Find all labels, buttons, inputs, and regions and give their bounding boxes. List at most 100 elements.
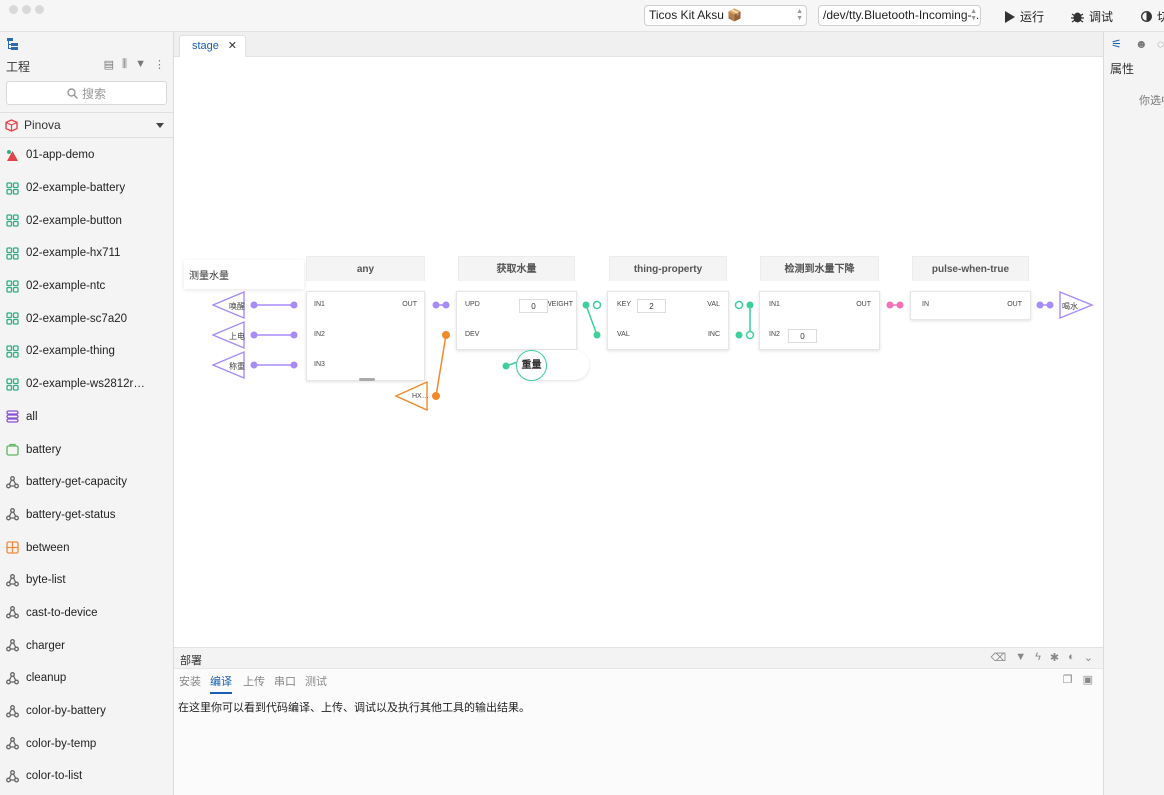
pin-ring[interactable] — [745, 330, 755, 340]
tree-item[interactable]: 02-example-thing — [0, 335, 173, 368]
tab-stage[interactable]: stage ✕ — [179, 35, 246, 57]
node-pulse-title[interactable]: pulse-when-true — [912, 256, 1029, 281]
pin-dot[interactable] — [735, 331, 743, 339]
tree-item[interactable]: 02-example-hx711 — [0, 237, 173, 270]
value-input[interactable]: 0 — [788, 329, 817, 343]
output-terminal[interactable] — [1059, 291, 1095, 321]
node-any[interactable]: IN1 IN2 IN3 OUT — [306, 291, 425, 381]
search-input[interactable]: 搜索 — [6, 81, 167, 105]
bug-icon[interactable]: ✱ — [1049, 652, 1060, 664]
eraser-icon[interactable]: ⌫ — [990, 652, 1007, 664]
run-button[interactable]: 运行 — [1004, 8, 1044, 25]
board-select[interactable]: Ticos Kit Aksu 📦 ▲▼ — [644, 5, 807, 26]
pin-dot[interactable] — [250, 301, 258, 309]
pin-dot[interactable] — [896, 301, 904, 309]
pin-dot[interactable] — [432, 301, 440, 309]
filter-icon[interactable]: ▼ — [1015, 651, 1027, 663]
patch-canvas[interactable]: 测量水量 唤醒上电称重 — [174, 57, 1103, 647]
user-icon[interactable]: ☻ — [1135, 37, 1148, 51]
hx-terminal[interactable] — [395, 381, 429, 413]
pin-dot[interactable] — [582, 301, 590, 309]
pin-dot[interactable] — [886, 301, 894, 309]
info-icon[interactable]: ◌ — [1157, 37, 1164, 51]
pin-dot[interactable] — [1036, 301, 1044, 309]
toggle-icon[interactable]: ◐ — [1068, 651, 1075, 663]
pin-dot[interactable] — [1046, 301, 1054, 309]
tree-item[interactable]: 02-example-battery — [0, 172, 173, 205]
value-input[interactable]: 0 — [519, 299, 548, 313]
tree-item[interactable]: cleanup — [0, 662, 173, 695]
node-pulse-when-true[interactable]: IN OUT — [910, 291, 1031, 320]
node-weight-title[interactable]: 获取水量 — [458, 256, 575, 281]
library-icon[interactable]: ⫼ — [122, 58, 128, 70]
tree-item[interactable]: 01-app-demo — [0, 139, 173, 172]
tree-item[interactable]: battery-get-status — [0, 499, 173, 532]
resize-handle[interactable] — [359, 378, 375, 381]
tree-item[interactable]: color-to-list — [0, 760, 173, 793]
link-hx[interactable] — [435, 334, 447, 397]
tree-item[interactable]: battery-get-capacity — [0, 466, 173, 499]
port-select[interactable]: /dev/tty.Bluetooth-Incoming-… ▲▼ — [818, 5, 981, 26]
more-icon[interactable]: ⋮ — [154, 59, 165, 71]
deploy-tab[interactable]: 上传 — [243, 676, 265, 688]
tree-item[interactable]: byte-list — [0, 564, 173, 597]
new-file-icon[interactable]: ▤ — [103, 59, 115, 71]
pin-dot[interactable] — [432, 392, 440, 400]
save-icon[interactable]: ▣ — [1082, 674, 1093, 686]
project-folder-pinova[interactable]: Pinova — [0, 112, 173, 138]
comment-node[interactable]: 测量水量 — [184, 260, 304, 289]
node-any-title[interactable]: any — [306, 256, 425, 281]
pin-dot[interactable] — [442, 301, 450, 309]
pin-dot[interactable] — [290, 301, 298, 309]
tree-item[interactable]: 02-example-ntc — [0, 270, 173, 303]
node-detect-title[interactable]: 检测到水量下降 — [760, 256, 879, 281]
zoom-window-button[interactable] — [35, 5, 44, 14]
node-thing-title[interactable]: thing-property — [609, 256, 727, 281]
pin-dot[interactable] — [290, 361, 298, 369]
caret-down-icon[interactable] — [156, 123, 164, 128]
tree-item[interactable]: charger — [0, 629, 173, 662]
deploy-tab[interactable]: 测试 — [305, 676, 327, 688]
minimize-window-button[interactable] — [22, 5, 31, 14]
pin-dot[interactable] — [442, 331, 450, 339]
pin-dot[interactable] — [250, 331, 258, 339]
node-get-weight[interactable]: UPD DEV WEIGHT 0 — [456, 291, 577, 350]
pin-dot[interactable] — [502, 362, 510, 370]
sidebar-title: 工程 — [6, 60, 31, 74]
tree-item[interactable]: 02-example-button — [0, 204, 173, 237]
tree-item[interactable]: between — [0, 531, 173, 564]
pin-dot[interactable] — [290, 331, 298, 339]
pin-dot[interactable] — [593, 331, 601, 339]
pin-ring[interactable] — [734, 300, 744, 310]
deploy-tab[interactable]: 串口 — [274, 676, 296, 688]
close-tab-icon[interactable]: ✕ — [227, 40, 237, 52]
sliders-icon[interactable]: ⚟ — [1111, 37, 1122, 51]
tree-item[interactable]: 02-example-sc7a20 — [0, 302, 173, 335]
node-thing-property[interactable]: KEY VAL VAL INC 2 — [607, 291, 729, 350]
node-detect-drop[interactable]: IN1 IN2 OUT 0 — [759, 291, 880, 350]
value-input[interactable]: 2 — [637, 299, 666, 313]
pin-dot[interactable] — [746, 301, 754, 309]
theme-toggle-button[interactable]: 切 — [1141, 8, 1164, 25]
deploy-tab[interactable]: 安装 — [179, 676, 201, 688]
lightning-icon[interactable]: ϟ — [1035, 651, 1041, 663]
input-terminal-wake[interactable] — [212, 291, 245, 320]
tree-item[interactable]: cast-to-device — [0, 597, 173, 630]
tree-item[interactable]: 02-example-ws2812r… — [0, 368, 173, 401]
tree-item[interactable]: color-by-battery — [0, 695, 173, 728]
chevron-down-icon[interactable]: ⌄ — [1083, 652, 1093, 664]
copy-icon[interactable]: ❐ — [1062, 674, 1073, 686]
close-window-button[interactable] — [9, 5, 18, 14]
input-terminal-power[interactable] — [212, 320, 245, 350]
pin-dot[interactable] — [250, 361, 258, 369]
tree-item[interactable]: color-by-temp — [0, 727, 173, 760]
project-tree-icon[interactable] — [6, 37, 19, 50]
tree-item[interactable]: battery — [0, 433, 173, 466]
input-terminal-weigh[interactable] — [212, 350, 245, 380]
debug-button[interactable]: 调试 — [1071, 8, 1113, 25]
deploy-tab[interactable]: 编译 — [210, 673, 232, 694]
pin-ring[interactable] — [592, 300, 602, 310]
link-weight-key[interactable] — [585, 304, 598, 336]
filter-icon[interactable]: ▼ — [135, 58, 146, 70]
tree-item[interactable]: all — [0, 401, 173, 434]
